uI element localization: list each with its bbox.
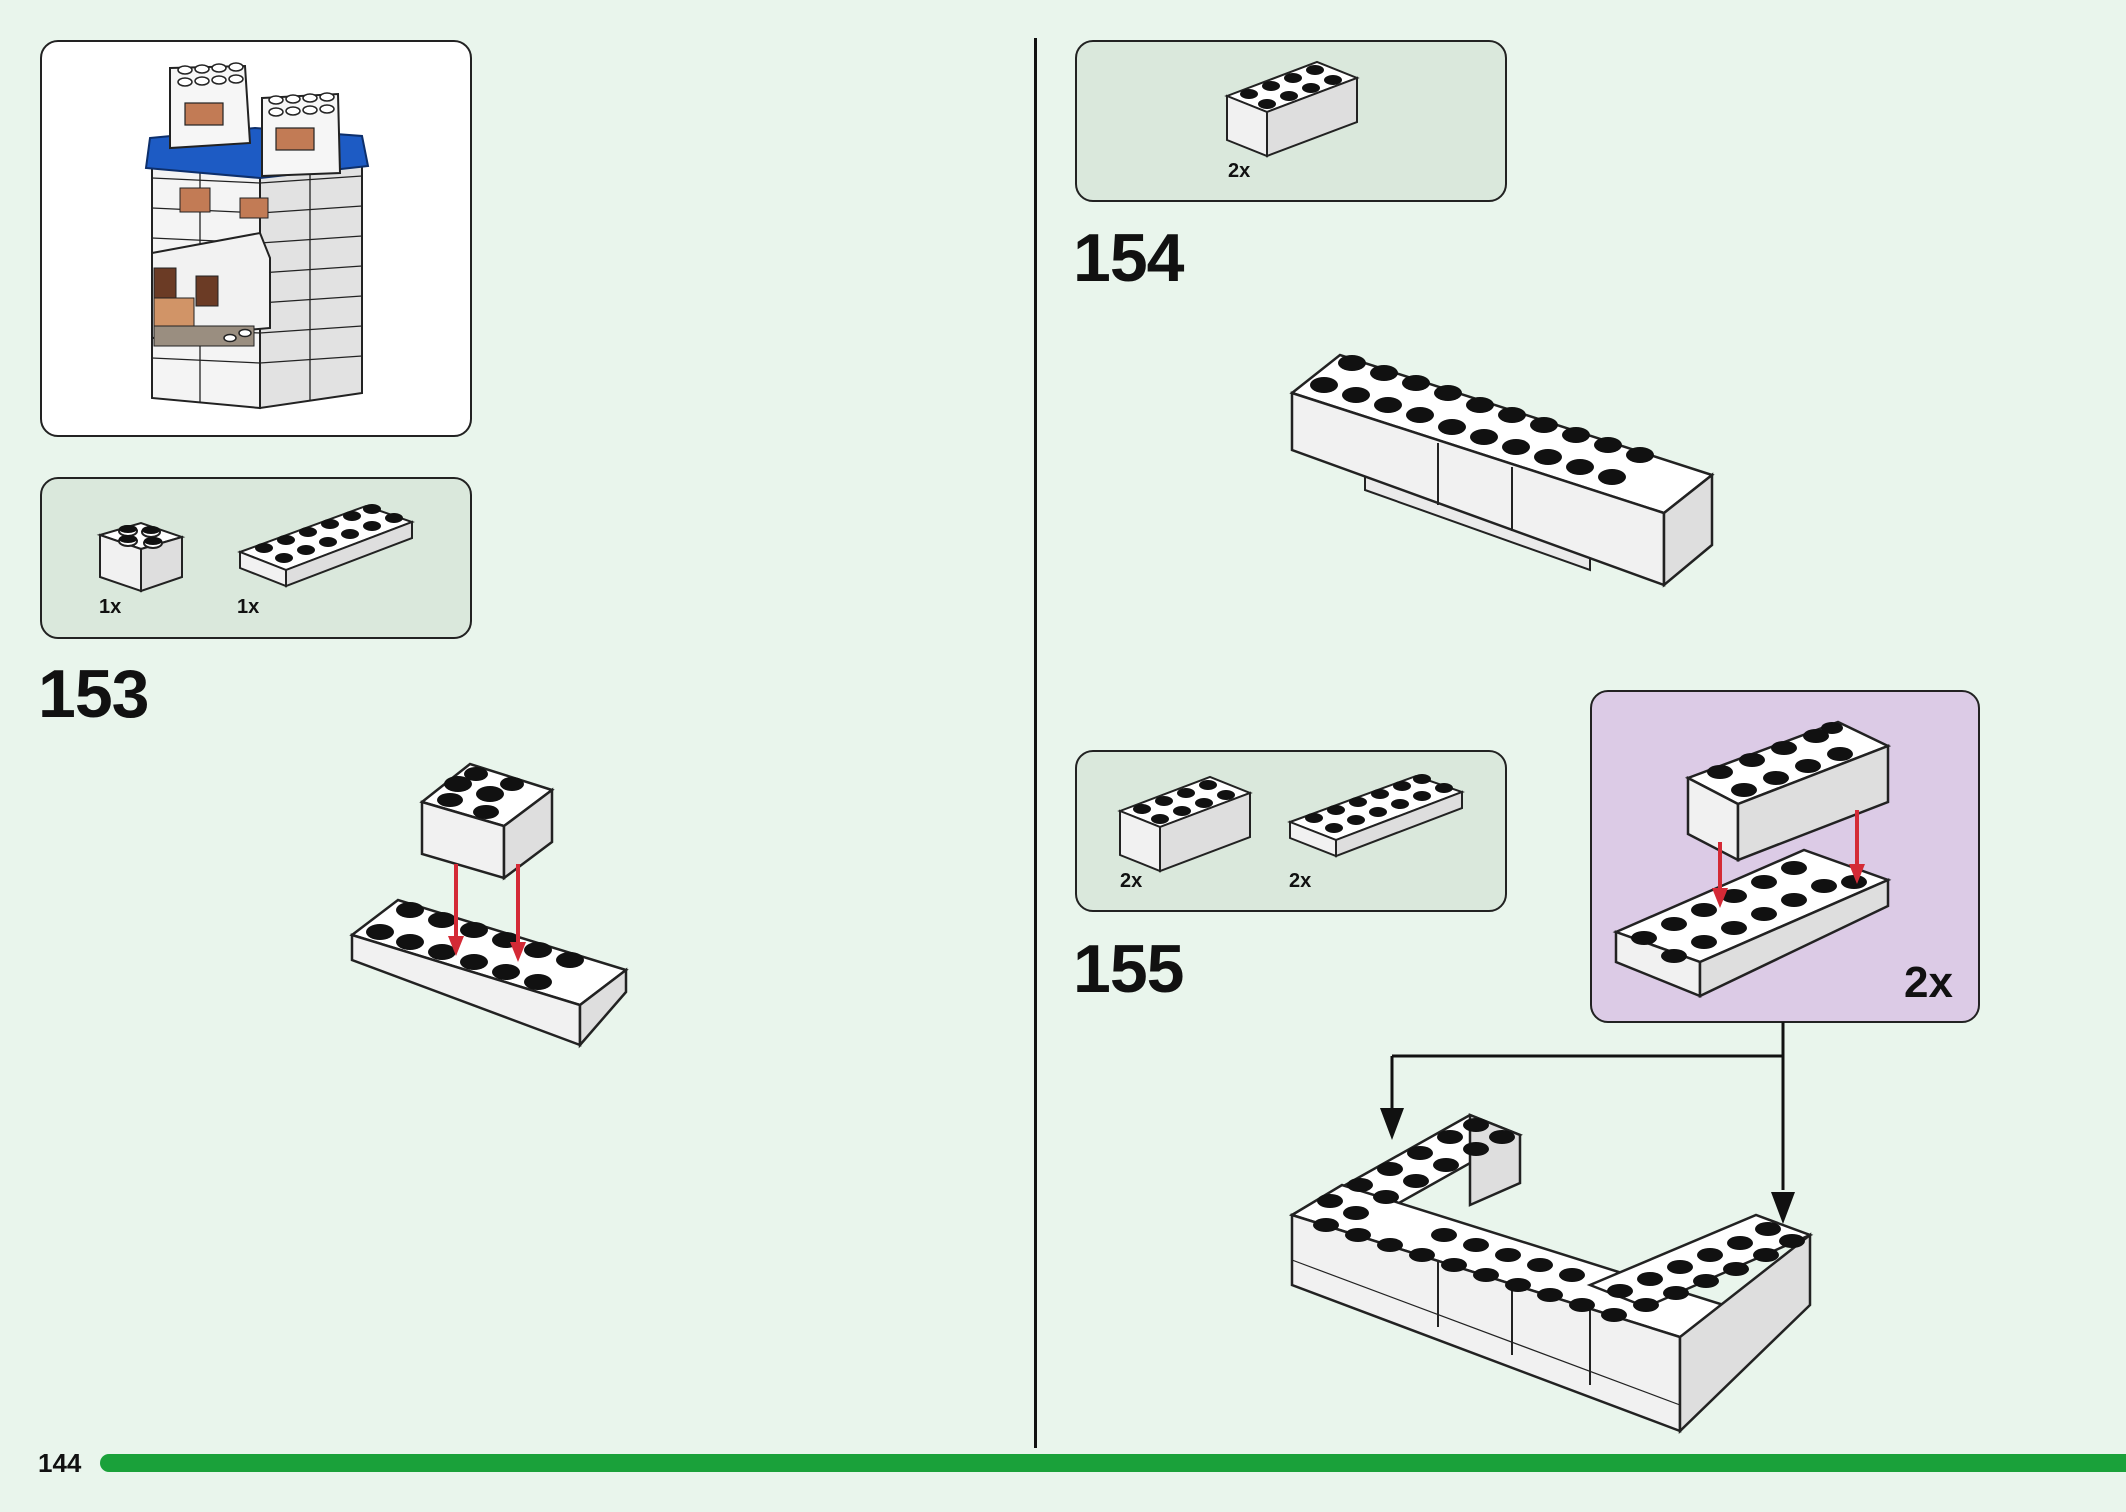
- step-155-number: 155: [1073, 931, 1184, 1007]
- step-153-assembly-illustration: [349, 762, 629, 1049]
- plate-2x6-icon: [1287, 774, 1465, 858]
- brick-2x4-icon: [1224, 60, 1360, 158]
- step-153-part-1-qty: 1x: [99, 596, 122, 618]
- step-155-assembly-illustration: [1288, 1113, 1814, 1434]
- step-153-part-2-qty: 1x: [237, 596, 260, 618]
- progress-bar: [100, 1454, 2126, 1472]
- subassembly-illustration: [1612, 720, 1892, 998]
- plate-2x6-icon: [237, 504, 415, 588]
- step-154-number: 154: [1073, 220, 1184, 296]
- brick-2x4-icon: [1117, 775, 1253, 873]
- step-154-part-1-qty: 2x: [1228, 160, 1251, 182]
- step-154-assembly-illustration: [1289, 353, 1715, 588]
- brick-2x2-icon: [96, 521, 186, 593]
- step-153-number: 153: [38, 656, 149, 732]
- page-divider: [1034, 38, 1037, 1448]
- llama-model-icon: [144, 62, 370, 410]
- step-155-part-1-qty: 2x: [1120, 870, 1143, 892]
- page-number: 144: [38, 1448, 82, 1478]
- step-155-part-2-qty: 2x: [1289, 870, 1312, 892]
- callout-arrows: [1380, 1022, 1795, 1224]
- subassembly-qty: 2x: [1904, 958, 1953, 1007]
